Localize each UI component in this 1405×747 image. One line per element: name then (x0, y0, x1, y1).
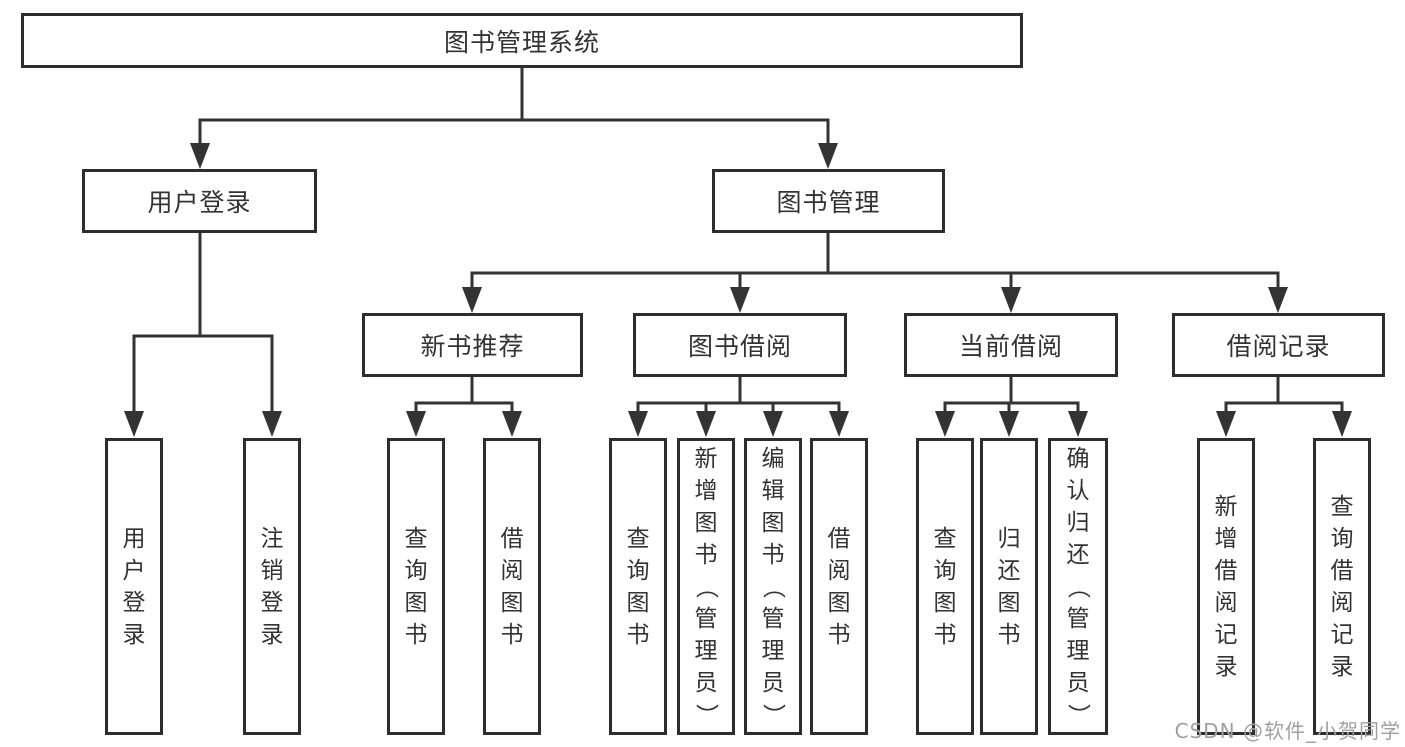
down-arrowhead-icon (406, 411, 426, 437)
down-arrowhead-icon (1001, 287, 1021, 313)
connector-book-borrow (636, 377, 841, 413)
leaf-borrow-books-recommend: 借阅图书 (483, 438, 541, 735)
node-book-management: 图书管理 (712, 169, 945, 233)
leaf-logout: 注销登录 (243, 438, 301, 735)
node-user-login: 用户登录 (82, 169, 317, 233)
connector-new-book-rec (414, 377, 514, 413)
node-book-borrow: 图书借阅 (633, 313, 847, 377)
down-arrowhead-icon (628, 411, 648, 437)
down-arrowhead-icon (730, 287, 750, 313)
down-arrowhead-icon (190, 143, 210, 169)
leaf-add-books-admin: 新增图书（管理员） (677, 438, 735, 735)
node-new-book-recommend: 新书推荐 (362, 313, 583, 377)
leaf-query-books-current: 查询图书 (916, 438, 974, 735)
down-arrowhead-icon (1332, 411, 1352, 437)
leaf-user-login: 用户登录 (105, 438, 163, 735)
leaf-query-books-recommend: 查询图书 (387, 438, 445, 735)
connector-borrow-record (1224, 377, 1344, 413)
leaf-edit-books-admin: 编辑图书（管理员） (744, 438, 802, 735)
connector-book-management (470, 233, 1280, 289)
down-arrowhead-icon (818, 143, 838, 169)
leaf-confirm-return-admin: 确认归还（管理员） (1048, 438, 1108, 735)
down-arrowhead-icon (999, 411, 1019, 437)
node-current-borrow: 当前借阅 (904, 313, 1118, 377)
node-library-management-system: 图书管理系统 (21, 13, 1023, 68)
csdn-watermark: CSDN @软件_小贺同学 (1174, 719, 1401, 743)
leaf-query-borrow-record: 查询借阅记录 (1313, 438, 1371, 735)
down-arrowhead-icon (763, 411, 783, 437)
leaf-add-borrow-record: 新增借阅记录 (1197, 438, 1255, 735)
down-arrowhead-icon (1216, 411, 1236, 437)
down-arrowhead-icon (462, 287, 482, 313)
leaf-return-books: 归还图书 (980, 438, 1038, 735)
down-arrowhead-icon (696, 411, 716, 437)
connector-root-to-level2 (198, 68, 830, 145)
connector-current-borrow (943, 377, 1080, 413)
node-borrow-records: 借阅记录 (1172, 313, 1385, 377)
down-arrowhead-icon (935, 411, 955, 437)
down-arrowhead-icon (262, 411, 282, 437)
down-arrowhead-icon (124, 411, 144, 437)
connector-user-login (132, 233, 274, 413)
leaf-borrow-books: 借阅图书 (810, 438, 868, 735)
down-arrowhead-icon (1068, 411, 1088, 437)
down-arrowhead-icon (1268, 287, 1288, 313)
leaf-query-books-borrow: 查询图书 (609, 438, 667, 735)
down-arrowhead-icon (829, 411, 849, 437)
down-arrowhead-icon (502, 411, 522, 437)
